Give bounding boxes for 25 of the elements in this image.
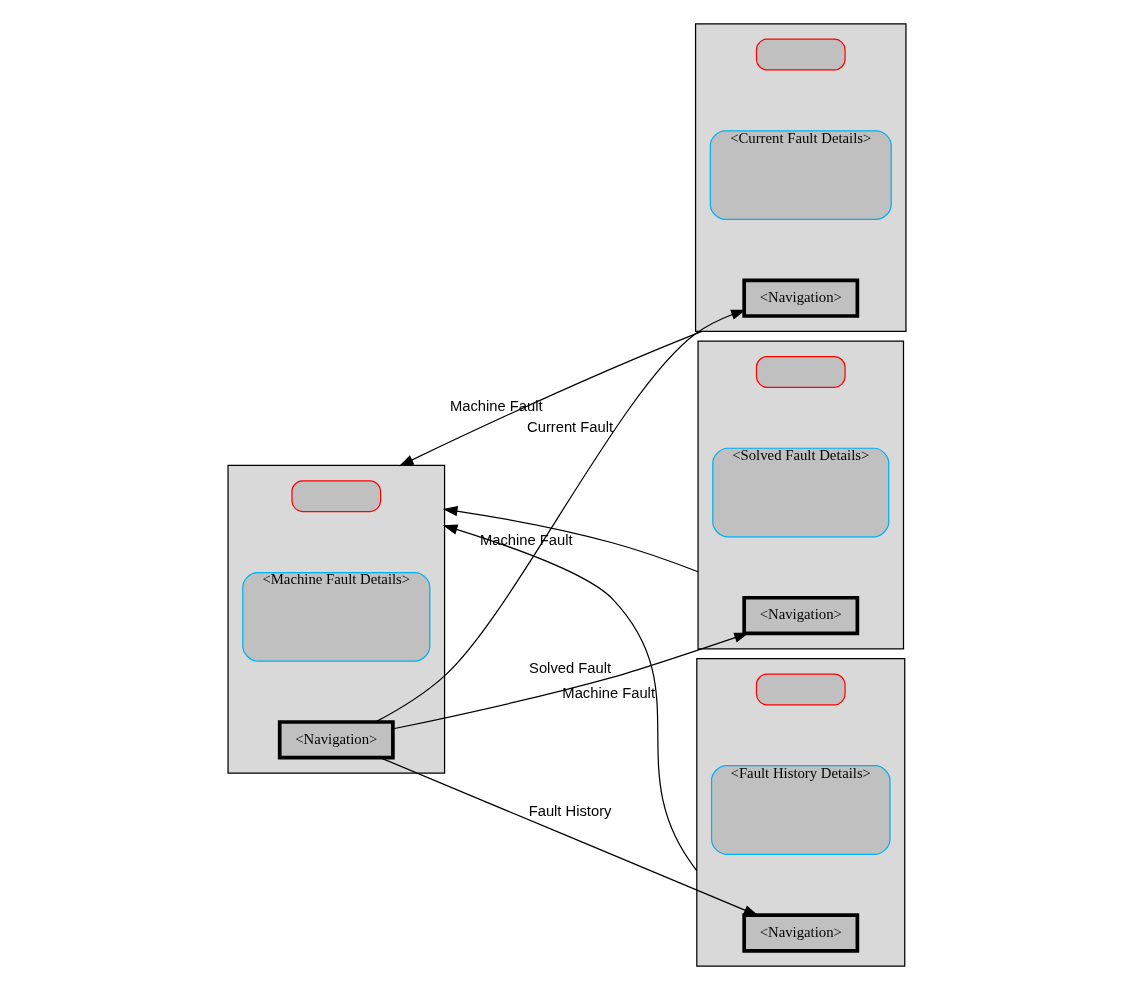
cluster — [697, 340, 905, 649]
node-box: <Navigation> — [742, 277, 860, 318]
cluster — [227, 464, 446, 774]
arrow — [398, 330, 703, 466]
node-box: <Solved Fault Details> — [712, 447, 890, 537]
node-box: <Navigation> — [742, 912, 860, 953]
cluster — [694, 22, 907, 332]
node-box: <Navigation> — [277, 719, 395, 760]
node-box: <Current Fault Details> — [709, 129, 892, 220]
edge-label: Fault History — [528, 802, 612, 819]
node-box — [755, 672, 846, 705]
arrow — [375, 309, 746, 722]
cluster — [696, 657, 906, 967]
node-box: <Navigation> — [742, 595, 860, 635]
node-box: <Machine Fault Details> — [242, 571, 431, 662]
node-box — [291, 479, 382, 512]
arrow — [379, 756, 759, 916]
node-box — [755, 38, 846, 70]
edge-label: Current Fault — [527, 418, 614, 435]
arrow — [442, 524, 698, 871]
edge-label: Solved Fault — [529, 659, 612, 676]
node-box: <Fault History Details> — [710, 764, 891, 855]
node-box — [755, 355, 846, 388]
edge-label: Machine Fault — [562, 684, 656, 701]
arrow — [442, 505, 699, 572]
